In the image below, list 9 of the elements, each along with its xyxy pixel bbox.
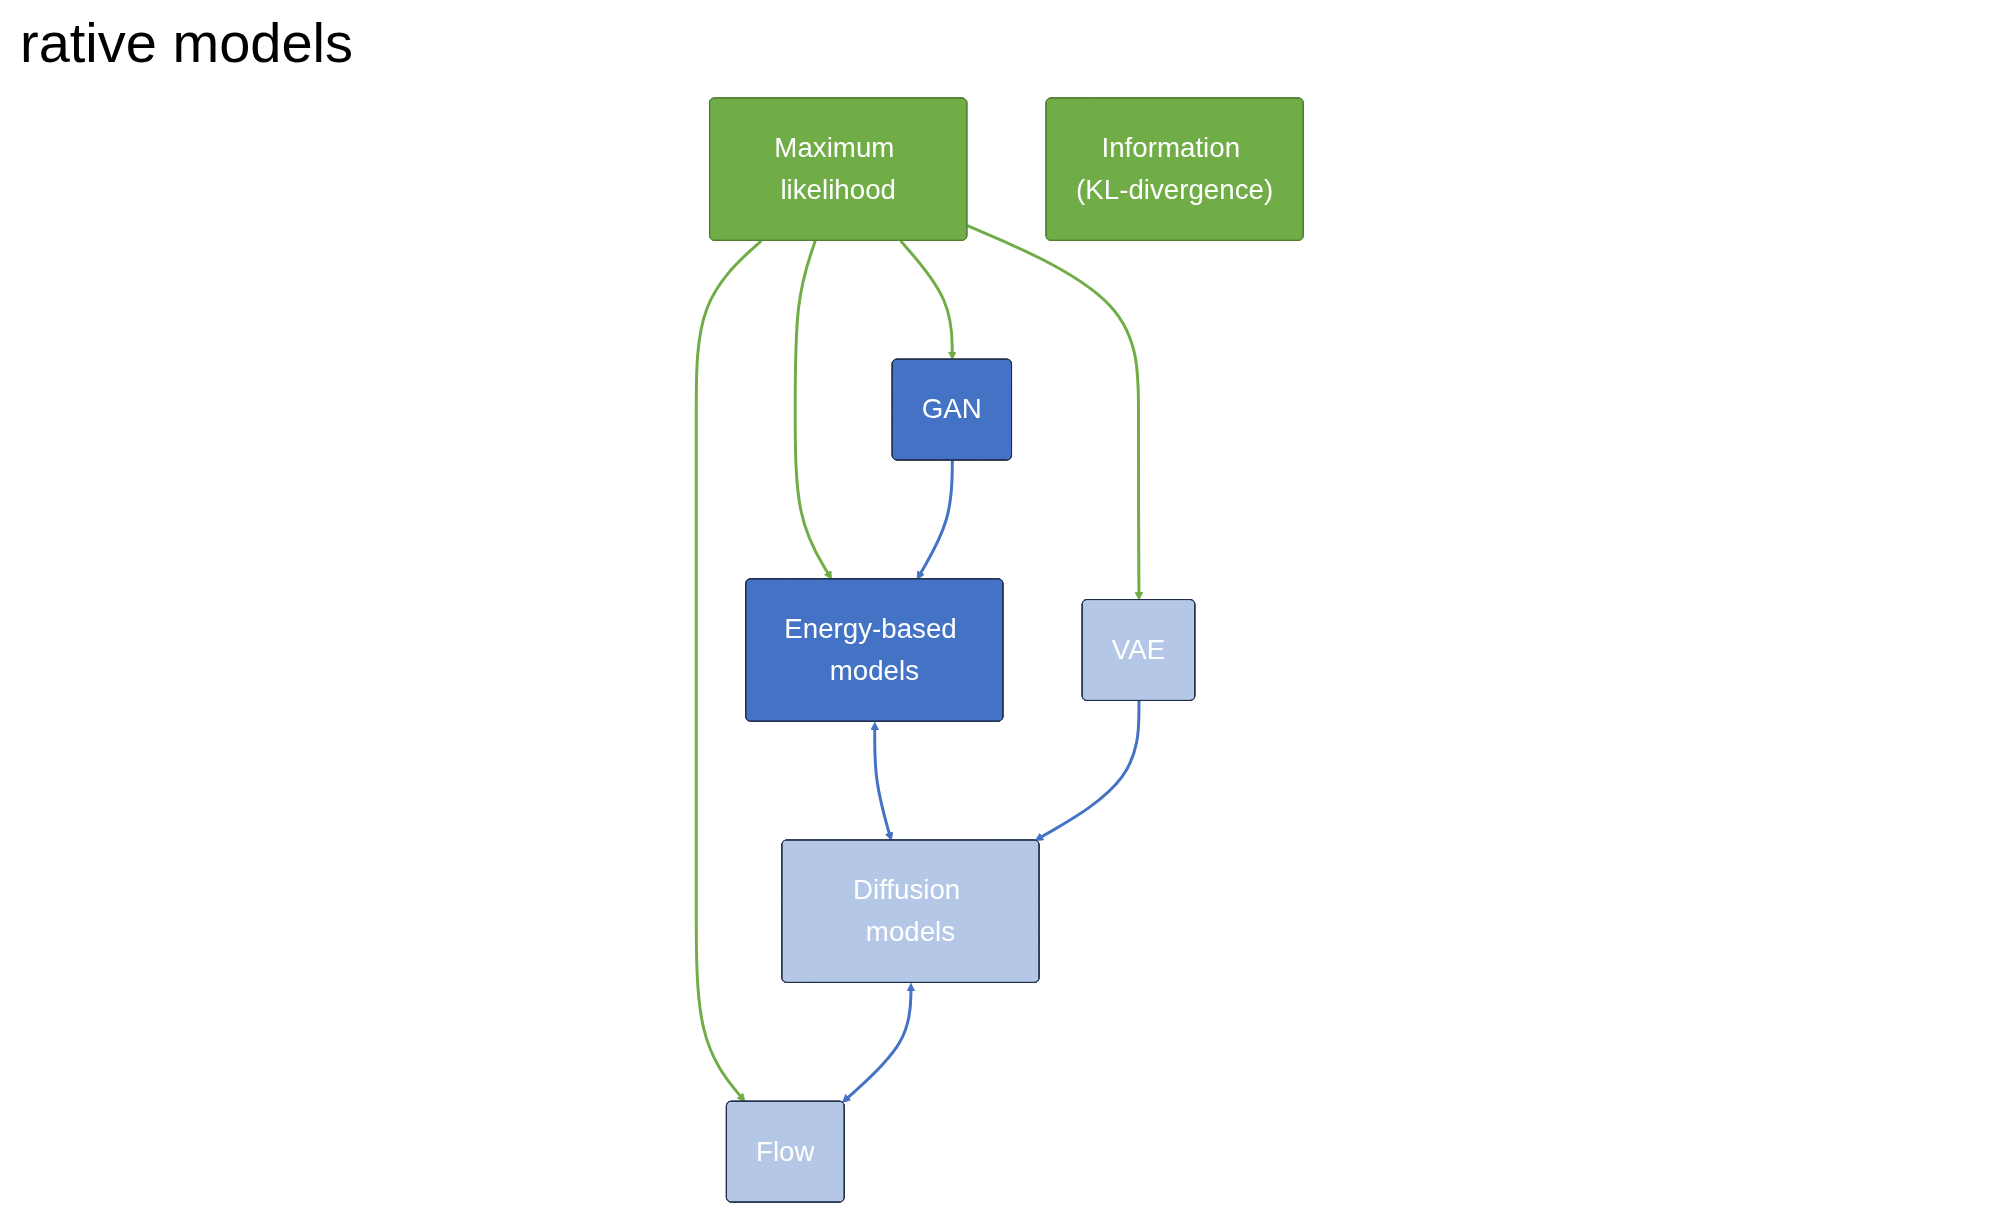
arrow xyxy=(870,721,894,841)
arrow xyxy=(695,239,763,1103)
arrow xyxy=(793,240,833,580)
arrow xyxy=(967,224,1144,601)
arrow xyxy=(1035,700,1141,841)
arrow xyxy=(916,460,955,580)
title: rative models xyxy=(20,10,354,75)
arrow xyxy=(899,239,957,360)
arrow xyxy=(842,982,916,1103)
